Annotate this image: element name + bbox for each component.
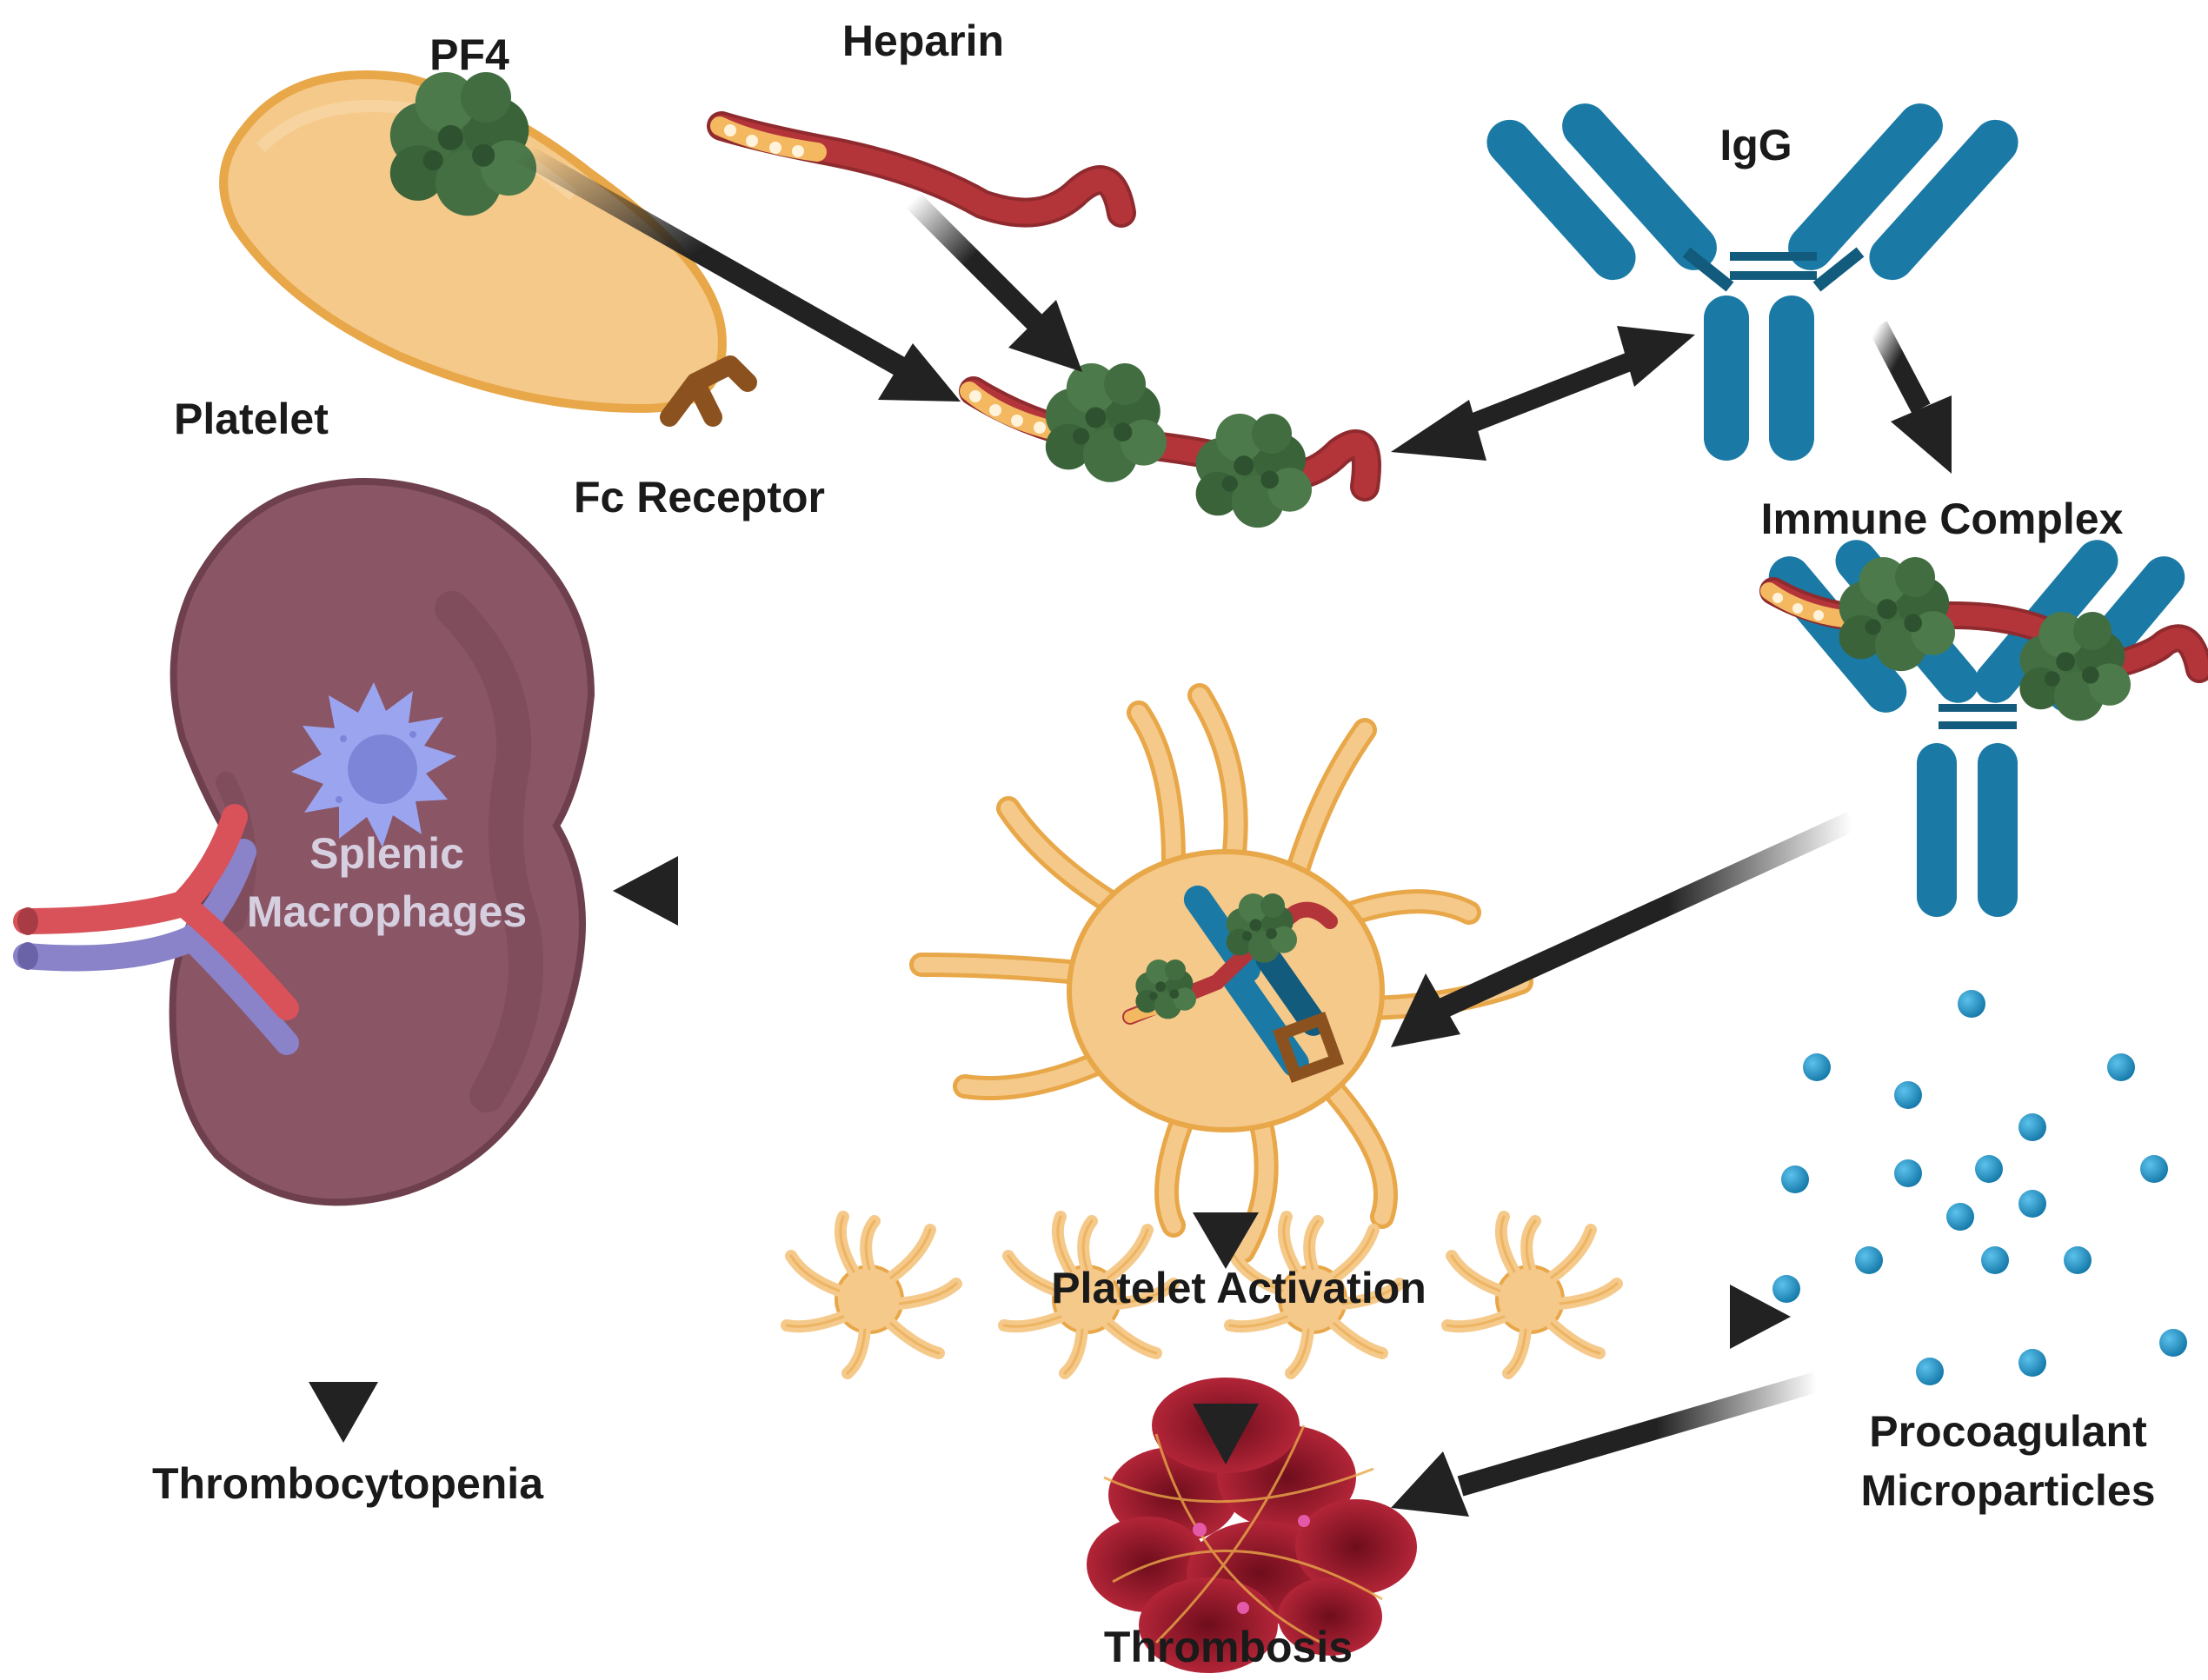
microparticle-icon <box>1772 1275 1800 1303</box>
arrow-icon <box>1391 973 1460 1047</box>
microparticle-icon <box>1916 1358 1944 1385</box>
microparticle-icon <box>1975 1155 2003 1183</box>
microparticle-icon <box>2159 1329 2187 1357</box>
label-splenic-macrophages-2: Macrophages <box>246 887 528 936</box>
arrow-icon <box>878 343 961 402</box>
arrow-icon <box>1617 326 1695 387</box>
label-igg: IgG <box>1719 121 1792 169</box>
label-immune-complex: Immune Complex <box>1760 495 2124 543</box>
microparticle-icon <box>2107 1053 2135 1081</box>
microparticle-icon <box>2140 1155 2168 1183</box>
fc-receptor-icon <box>660 355 757 427</box>
immune-complex-icon <box>1759 540 2208 917</box>
arrow-icon <box>1193 1404 1259 1464</box>
microparticle-icon <box>1981 1246 2009 1274</box>
label-procoagulant-1: Procoagulant <box>1869 1407 2147 1456</box>
label-procoagulant-2: Microparticles <box>1860 1466 2156 1515</box>
label-pf4: PF4 <box>429 30 509 79</box>
label-heparin: Heparin <box>841 17 1005 65</box>
arrow-icon <box>1193 1212 1259 1269</box>
blood-vessels-icon <box>13 804 299 1055</box>
arrows <box>309 143 1952 1517</box>
microparticle-icon <box>1946 1203 1974 1231</box>
heparin-pf4-complex <box>959 363 1381 528</box>
arrow-icon <box>613 856 678 926</box>
thrombus-icon <box>1087 1378 1417 1673</box>
label-fc-receptor: Fc Receptor <box>574 473 825 521</box>
macrophage-icon <box>291 682 456 847</box>
microparticle-icon <box>2064 1246 2092 1274</box>
microparticle-icon <box>1855 1246 1883 1274</box>
label-platelet-activation: Platelet Activation <box>1051 1264 1427 1312</box>
heparin-icon <box>707 111 1136 228</box>
microparticle-icon <box>1781 1165 1809 1193</box>
microparticle-icon <box>2018 1113 2046 1141</box>
microparticle-icon <box>1803 1053 1831 1081</box>
label-thrombocytopenia: Thrombocytopenia <box>151 1459 544 1508</box>
label-thrombosis: Thrombosis <box>1103 1623 1353 1671</box>
arrow-icon <box>309 1382 378 1443</box>
arrow-icon <box>1730 1285 1791 1349</box>
arrow-icon <box>1391 1451 1469 1517</box>
microparticle-icon <box>2018 1349 2046 1377</box>
label-splenic-macrophages-1: Splenic <box>309 829 464 878</box>
label-platelet: Platelet <box>174 395 329 443</box>
microparticle-icon <box>1958 990 1985 1018</box>
microparticle-icon <box>1894 1081 1922 1109</box>
microparticles-group <box>1772 990 2187 1385</box>
microparticle-icon <box>2018 1190 2046 1218</box>
microparticle-icon <box>1894 1159 1922 1187</box>
igg-antibody-icon <box>1486 103 2018 461</box>
arrow-icon <box>1391 400 1486 461</box>
arrow-icon <box>1008 300 1082 372</box>
arrow-icon <box>1891 395 1952 474</box>
